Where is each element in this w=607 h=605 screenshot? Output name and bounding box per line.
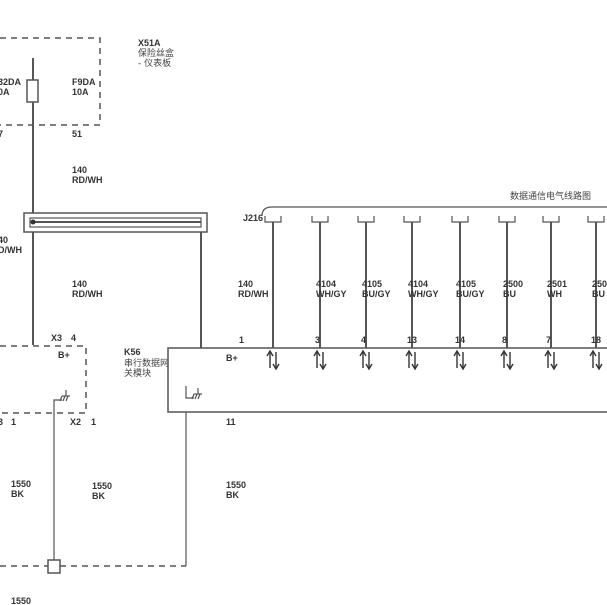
serial-data-bus: 数据通信电气线路图 J216 4104WH/GY34105BU/GY44104W… [243, 190, 607, 371]
bus-wire-number: 4104 [316, 279, 336, 289]
bus-wire-number: 4105 [456, 279, 476, 289]
splice-pack: 140 RD/WH [23, 212, 269, 348]
wire4-number: 140 [238, 279, 253, 289]
fuse-pin-left: 7 [0, 129, 3, 139]
fuse-left-amp: 0A [0, 87, 10, 97]
fuse-box-name: 保险丝盒 [138, 47, 174, 59]
fuse-box-name2: - 仪表板 [138, 57, 171, 69]
bus-bracket [261, 206, 607, 217]
left-bplus: B+ [58, 350, 70, 360]
left-module-outline [0, 345, 87, 414]
ground-splice [47, 559, 61, 574]
fuse-right-id: F9DA [72, 77, 96, 87]
bus-wire-number: 2500 [592, 279, 607, 289]
left-conn-bottom: X2 [70, 417, 81, 427]
bidirectional-arrow-icon [405, 349, 419, 371]
fuse-symbol [26, 79, 39, 103]
k56-name2: 关模块 [124, 367, 151, 379]
fuse-box-x51a: X51A 保险丝盒 - 仪表板 32DA 0A F9DA 10A 7 51 [0, 37, 174, 139]
k56-bplus: B+ [226, 353, 238, 363]
left-pin-bottom-left2: 1 [11, 417, 16, 427]
k56-ground-wire [185, 386, 194, 399]
k56-name: 串行数据网 [124, 357, 169, 369]
bus-title: 数据通信电气线路图 [510, 190, 591, 202]
gnd2-color: BK [92, 491, 105, 501]
left-conn-top: X3 [51, 333, 62, 343]
wire3-number: 140 [72, 279, 87, 289]
wire1-number: 140 [72, 165, 87, 175]
bus-pin-number: 4 [361, 335, 366, 345]
k56-id: K56 [124, 347, 141, 357]
bus-wire-number: 4105 [362, 279, 382, 289]
wire2-color: D/WH [0, 245, 22, 255]
left-ground-wire [53, 399, 62, 565]
bidirectional-arrow-icon [544, 349, 558, 371]
fuse-left-id: 32DA [0, 77, 22, 87]
bus-wire-color: BU [592, 289, 605, 299]
bidirectional-arrow-icon [313, 349, 327, 371]
k56-pin-gnd: 11 [226, 417, 236, 427]
bidirectional-arrow-icon [500, 349, 514, 371]
bus-wire-number: 4104 [408, 279, 428, 289]
left-pin-top: 4 [71, 333, 76, 343]
ground-wires: 1550 BK 1550 BK 1550 BK 1550 [0, 386, 246, 605]
bus-pin-number: 13 [407, 335, 417, 345]
bus-wire-color: WH/GY [316, 289, 347, 299]
gnd3-number: 1550 [226, 480, 246, 490]
bus-wire-color: BU [503, 289, 516, 299]
bidirectional-arrow-icon [359, 349, 373, 371]
gnd4-number: 1550 [11, 596, 31, 605]
k56-module: K56 串行数据网 关模块 1 B+ 11 [124, 335, 607, 427]
bus-wire-color: BU/GY [456, 289, 485, 299]
bidirectional-arrow-icon [266, 349, 280, 371]
bus-wire-color: WH [547, 289, 562, 299]
fuse-box-outline [0, 37, 101, 126]
gnd1-number: 1550 [11, 479, 31, 489]
left-pin-bottom: 1 [91, 417, 96, 427]
bus-channel-0 [264, 216, 282, 371]
bus-connector: J216 [243, 213, 263, 223]
fuse-right-amp: 10A [72, 87, 89, 97]
bus-wire-color: WH/GY [408, 289, 439, 299]
wire1-color: RD/WH [72, 175, 103, 185]
bus-wire-number: 2501 [547, 279, 567, 289]
fuse-pin-right: 51 [72, 129, 82, 139]
gnd2-number: 1550 [92, 481, 112, 491]
bus-wire-color: BU/GY [362, 289, 391, 299]
bidirectional-arrow-icon [453, 349, 467, 371]
bus-channels: 4104WH/GY34105BU/GY44104WH/GY134105BU/GY… [264, 216, 607, 371]
wire2-number: 40 [0, 235, 8, 245]
ground-icon [191, 388, 202, 400]
bidirectional-arrow-icon [589, 349, 603, 371]
fuse-box-id: X51A [138, 38, 161, 48]
left-module: X3 4 B+ 3 1 X2 1 [0, 333, 96, 565]
bus-pin-number: 7 [546, 335, 551, 345]
gnd1-color: BK [11, 489, 24, 499]
bus-pin-number: 18 [591, 335, 601, 345]
power-wire: 140 RD/WH 40 D/WH 140 RD/WH [0, 58, 103, 345]
bus-pin-number: 14 [455, 335, 465, 345]
left-pin-bottom-left: 3 [0, 417, 3, 427]
wire4-color: RD/WH [238, 289, 269, 299]
wire3-color: RD/WH [72, 289, 103, 299]
bus-pin-number: 3 [315, 335, 320, 345]
bus-wire-number: 2500 [503, 279, 523, 289]
bus-pin-number: 8 [502, 335, 507, 345]
k56-pin-bplus: 1 [239, 335, 244, 345]
gnd3-color: BK [226, 490, 239, 500]
k56-outline [167, 347, 607, 413]
